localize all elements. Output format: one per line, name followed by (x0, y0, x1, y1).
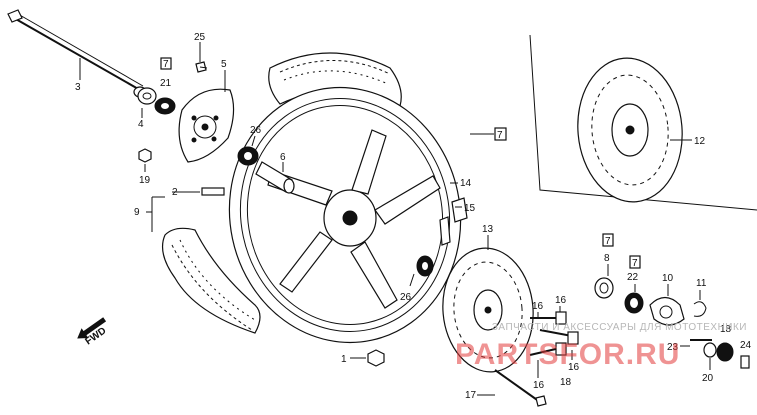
nut-19[interactable] (138, 148, 152, 163)
watermark-tagline: ЗАПЧАСТИ И АКСЕССУАРЫ ДЛЯ МОТОТЕХНИКИ (491, 322, 747, 333)
callout-8: 8 (604, 253, 610, 264)
callout-12: 12 (694, 136, 706, 147)
callout-18-a: 18 (560, 377, 572, 388)
callout-19: 19 (139, 175, 151, 186)
callout-11: 11 (696, 278, 707, 289)
dust-seal-22[interactable] (624, 292, 644, 314)
callout-17: 17 (465, 390, 477, 401)
forward-arrow-icon (77, 317, 107, 339)
callout-26-b: 26 (400, 292, 412, 303)
callout-box-7 (629, 255, 641, 269)
cap-24[interactable] (740, 355, 750, 369)
callout-3: 3 (75, 82, 81, 93)
callout-box-7 (160, 57, 172, 70)
callout-16-d: 16 (568, 362, 580, 373)
balance-weight-15[interactable] (451, 197, 468, 223)
axle-collar[interactable] (137, 87, 157, 105)
callout-26-a: 26 (250, 125, 262, 136)
callout-22: 22 (627, 272, 639, 283)
callout-4: 4 (138, 119, 144, 130)
bearing-26-left[interactable] (237, 146, 259, 166)
balance-weight-14[interactable] (439, 216, 451, 246)
callout-2: 2 (172, 187, 178, 198)
bearing-21[interactable] (154, 97, 176, 115)
callout-16-c: 16 (533, 380, 545, 391)
nut-1[interactable] (367, 349, 385, 367)
callout-23: 23 (667, 342, 679, 353)
washer-20[interactable] (703, 342, 717, 358)
callout-18-b: 18 (720, 324, 732, 335)
tire-lower-section[interactable] (162, 227, 261, 334)
tire-valve[interactable] (201, 187, 225, 196)
callout-10: 10 (662, 273, 674, 284)
callout-13: 13 (482, 224, 494, 235)
callout-15: 15 (464, 203, 476, 214)
clip-11[interactable] (693, 301, 707, 317)
nut-18[interactable] (716, 342, 734, 362)
callout-24: 24 (740, 340, 752, 351)
brake-disc-13[interactable] (438, 244, 538, 375)
callout-7-d: 7 (632, 258, 638, 269)
callout-14: 14 (460, 178, 472, 189)
gearbox-retainer[interactable] (594, 277, 614, 299)
callout-box-7 (602, 233, 614, 247)
bolt-17[interactable] (494, 369, 547, 407)
callout-5: 5 (221, 59, 227, 70)
callout-16-a: 16 (532, 301, 544, 312)
callout-20: 20 (702, 373, 714, 384)
distance-collar[interactable] (255, 161, 295, 194)
callout-21: 21 (160, 78, 172, 89)
callout-1: 1 (341, 354, 347, 365)
callout-7-a: 7 (163, 59, 169, 70)
bolt-25[interactable] (195, 61, 208, 73)
callout-9: 9 (134, 207, 140, 218)
disc-bolts[interactable] (529, 311, 579, 356)
callout-25: 25 (194, 32, 206, 43)
callout-6: 6 (280, 152, 286, 163)
callout-7-c: 7 (605, 236, 611, 247)
callout-box-7 (494, 127, 507, 141)
callout-16-b: 16 (555, 295, 567, 306)
watermark-brand: PARTSFOR.RU (455, 338, 681, 371)
speedometer-gearbox[interactable] (178, 88, 235, 163)
callout-7-b: 7 (497, 130, 503, 141)
bearing-26-right[interactable] (416, 255, 434, 277)
brake-disc-12[interactable] (572, 54, 688, 207)
side-collar-10[interactable] (649, 296, 685, 326)
